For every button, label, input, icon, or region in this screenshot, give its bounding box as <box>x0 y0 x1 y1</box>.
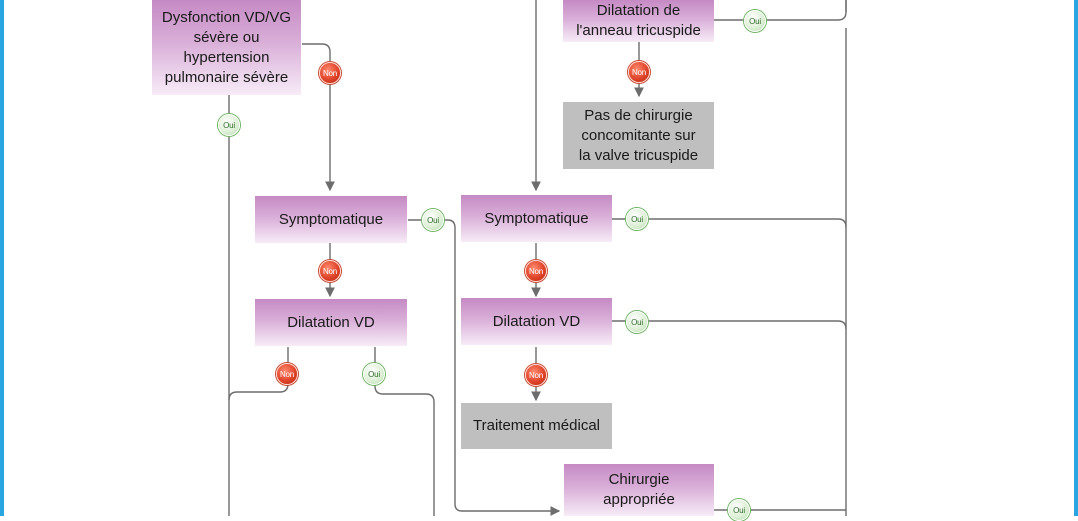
box-pas-de-chirurgie: Pas de chirurgie concomitante sur la val… <box>563 102 714 169</box>
box-dilatation-vd-left: Dilatation VD <box>255 299 407 346</box>
badge-oui-dilatation-left: Oui <box>363 363 385 385</box>
line-dysfonction-non <box>302 43 335 192</box>
badge-oui-chirurgie: Oui <box>728 499 750 521</box>
badge-oui-anneau: Oui <box>744 10 766 32</box>
line-dilatation-right-oui <box>612 320 847 330</box>
line-dilatation-left-oui <box>374 347 435 516</box>
line-anneau-oui <box>714 0 847 21</box>
box-dilatation-anneau: Dilatation de l'anneau tricuspide <box>563 0 714 42</box>
box-symptomatique-left: Symptomatique <box>255 196 407 243</box>
badge-non-symptomatique-right: Non <box>525 260 547 282</box>
line-symptomatique-left-oui <box>408 219 561 516</box>
badge-non-dilatation-left: Non <box>276 363 298 385</box>
badge-non-dilatation-right: Non <box>525 364 547 386</box>
badge-oui-dilatation-right: Oui <box>626 311 648 333</box>
badge-oui-dysfonction: Oui <box>218 114 240 136</box>
box-dilatation-vd-right: Dilatation VD <box>461 298 612 345</box>
box-chirurgie-appropriee: Chirurgie appropriée <box>564 464 714 516</box>
badge-non-symptomatique-left: Non <box>319 260 341 282</box>
line-symptomatique-right-oui <box>612 218 847 228</box>
badge-oui-symptomatique-right: Oui <box>626 208 648 230</box>
line-dilatation-left-non <box>228 347 289 401</box>
box-symptomatique-right: Symptomatique <box>461 195 612 242</box>
badge-non-dysfonction: Non <box>319 62 341 84</box>
box-dysfonction: Dysfonction VD/VG sévère ou hypertension… <box>152 0 301 95</box>
badge-oui-symptomatique-left: Oui <box>422 209 444 231</box>
badge-non-anneau: Non <box>628 61 650 83</box>
box-traitement-medical: Traitement médical <box>461 403 612 449</box>
